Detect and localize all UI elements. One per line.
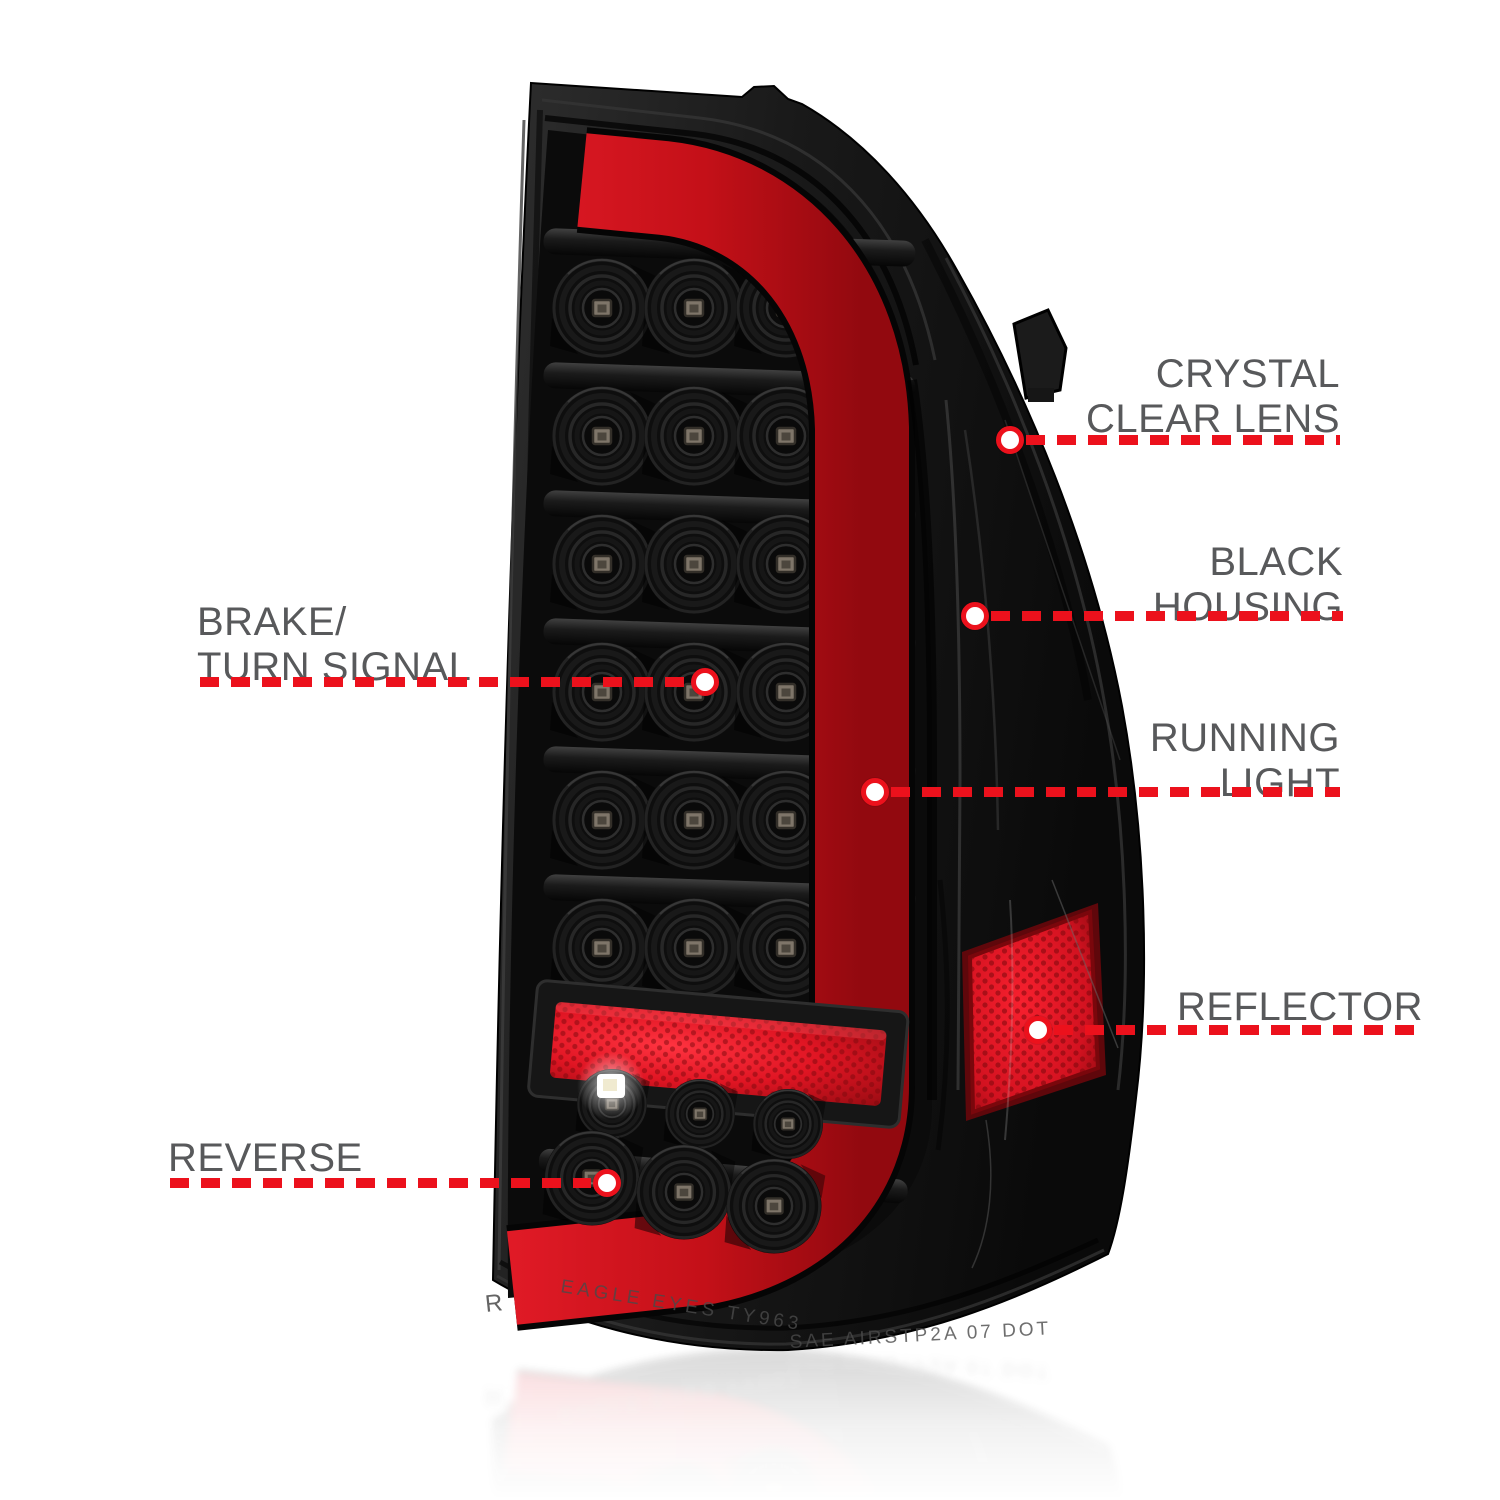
side-reflector — [962, 903, 1106, 1121]
housing-hairlines — [935, 419, 1121, 1269]
tail-light-body: R EAGLE EYES TY963 SAE AIRSTP2A 07 DOT — [484, 81, 1146, 1353]
mounting-tab — [1012, 308, 1068, 402]
etched-side-marker: R — [484, 1289, 504, 1318]
reverse-led-section — [543, 1052, 826, 1254]
floor-reflection — [484, 1347, 1144, 1500]
reverse-white-led — [577, 1052, 645, 1120]
lens-right-seam — [907, 379, 962, 1100]
